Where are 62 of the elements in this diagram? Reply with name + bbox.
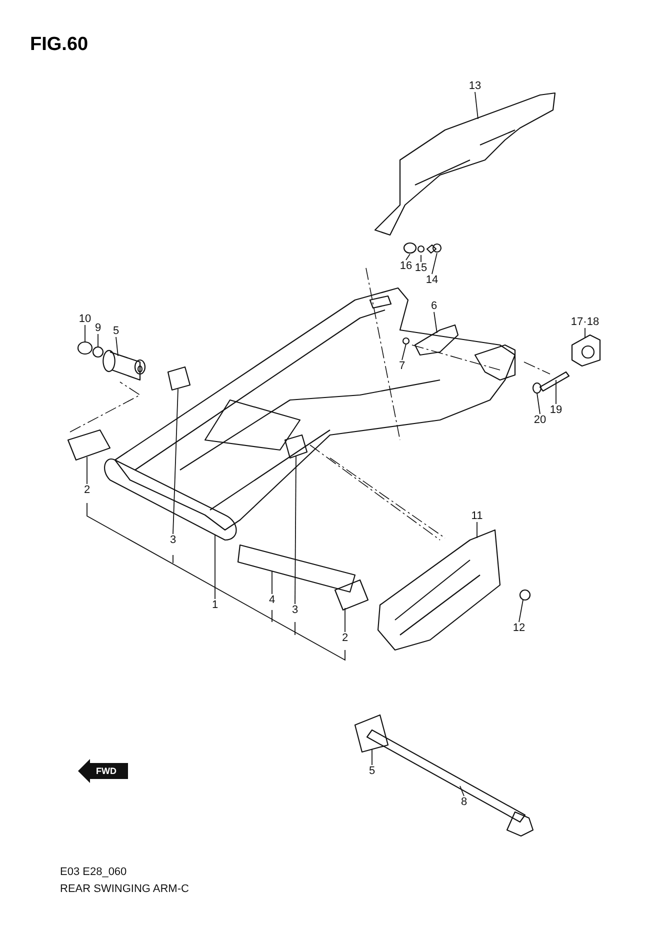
- callout-number: 11: [470, 510, 484, 522]
- leader-line: [476, 522, 478, 538]
- washer-drawing: [417, 245, 425, 253]
- leader-line: [294, 456, 296, 604]
- chain-case-drawing: [377, 529, 501, 651]
- callout-number: 7: [398, 360, 406, 372]
- leader-line: [406, 254, 410, 260]
- axle-drawing: [366, 729, 534, 837]
- leader-line: [172, 388, 178, 534]
- callout-number: 20: [532, 414, 548, 426]
- callout-number: 3: [168, 534, 178, 546]
- callout-number: 2: [340, 632, 350, 644]
- bushing-drawing: [102, 350, 146, 381]
- callout-number: 3: [290, 604, 300, 616]
- callout-number: 16: [398, 260, 414, 272]
- callout-number: 5: [112, 325, 120, 337]
- leader-line: [214, 534, 216, 600]
- callout-number: 12: [512, 622, 526, 634]
- bushing-drawing: [354, 714, 389, 753]
- callout-number: 8: [460, 796, 468, 808]
- callout-number: 14: [424, 274, 440, 286]
- spacer-drawing: [237, 544, 356, 593]
- bolt-drawing: [426, 243, 442, 254]
- bearing-drawing: [334, 579, 369, 611]
- callout-number: 19: [548, 404, 564, 416]
- bearing-drawing: [67, 429, 111, 461]
- leader-line: [474, 92, 478, 120]
- bolt-drawing: [519, 589, 531, 601]
- leader-line: [402, 344, 406, 360]
- leader-line: [344, 608, 346, 632]
- leader-line: [536, 392, 540, 414]
- leader-line: [116, 336, 118, 356]
- direction-label: FWD: [96, 765, 116, 777]
- washer-drawing: [92, 346, 104, 358]
- drawing-code: E03 E28_060: [60, 866, 127, 878]
- leader-line: [434, 312, 438, 334]
- figure-caption: REAR SWINGING ARM-C: [60, 883, 189, 895]
- nut-drawing: [77, 341, 93, 355]
- callout-number: 4: [268, 594, 276, 606]
- callout-number: 10: [78, 313, 92, 325]
- callout-number: 17·18: [570, 316, 600, 328]
- leader-line: [432, 252, 438, 274]
- figure-title: FIG.60: [30, 34, 88, 56]
- callout-number: 13: [468, 80, 482, 92]
- leader-line: [584, 328, 586, 338]
- callout-number: 15: [414, 262, 428, 274]
- adjuster-drawing: [571, 334, 601, 367]
- leader-line: [84, 324, 86, 342]
- callout-number: 6: [430, 300, 438, 312]
- callout-number: 2: [82, 484, 92, 496]
- leader-line: [518, 600, 524, 622]
- washer-drawing: [403, 242, 417, 254]
- chain-guard-drawing: [374, 92, 556, 236]
- callout-number: 5: [368, 765, 376, 777]
- leader-line: [86, 456, 88, 484]
- bolt-drawing: [539, 371, 570, 392]
- callout-number: 9: [94, 322, 102, 334]
- leader-line: [460, 786, 464, 796]
- leader-line: [420, 254, 422, 262]
- bearing-drawing: [167, 366, 191, 391]
- bolt-drawing: [532, 382, 542, 394]
- callout-number: 1: [210, 599, 220, 611]
